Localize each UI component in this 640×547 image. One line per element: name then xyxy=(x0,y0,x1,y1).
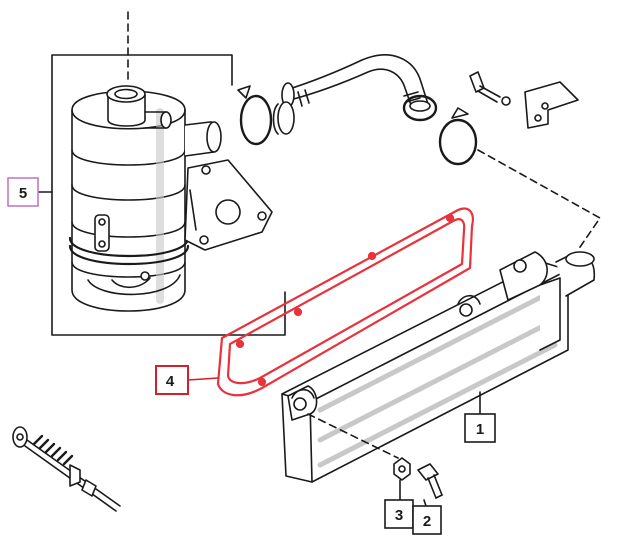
hose-clamp-icon xyxy=(237,85,478,166)
callout-2[interactable]: 2 xyxy=(412,505,442,535)
callout-5-label: 5 xyxy=(19,185,27,202)
callout-4[interactable]: 4 xyxy=(155,365,189,395)
bolt-icon xyxy=(417,463,443,499)
callout-5[interactable]: 5 xyxy=(7,177,39,207)
spring-bolt-icon xyxy=(12,426,121,512)
leader-4 xyxy=(187,377,219,381)
callout-3[interactable]: 3 xyxy=(384,499,414,529)
callout-1[interactable]: 1 xyxy=(464,413,496,443)
callout-1-label: 1 xyxy=(476,421,484,438)
dashed-leader-bottom xyxy=(307,413,399,459)
intercooler-icon xyxy=(281,251,596,483)
nut-icon xyxy=(393,457,411,481)
callout-2-label: 2 xyxy=(423,513,431,530)
callout-4-label: 4 xyxy=(166,373,175,390)
bracket-icon xyxy=(524,81,579,129)
leader-2 xyxy=(423,499,427,507)
group-5-frame xyxy=(51,54,286,336)
bolt-icon xyxy=(469,71,511,106)
bracket-icon xyxy=(184,159,273,251)
air-filter-icon xyxy=(68,85,222,312)
callout-3-label: 3 xyxy=(395,507,403,524)
gasket-icon xyxy=(216,207,474,397)
dashed-leader-right xyxy=(477,149,601,251)
hose-icon xyxy=(281,54,431,112)
air-filter-group xyxy=(51,11,286,336)
